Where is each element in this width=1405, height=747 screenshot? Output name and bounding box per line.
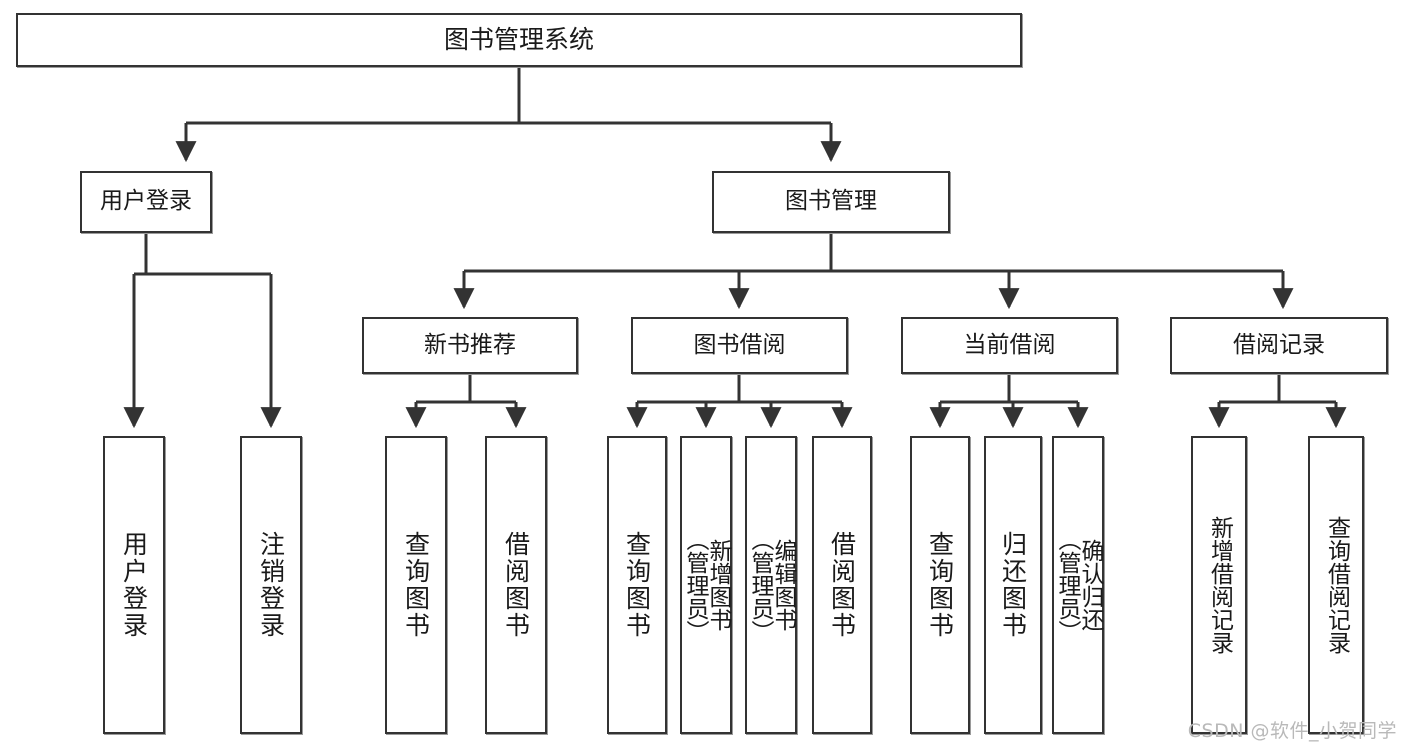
node-query-book-borrow-label: 查询图书	[622, 531, 652, 639]
node-borrow-record[interactable]: 借阅记录	[1170, 317, 1388, 374]
node-borrow-book-recommend-label: 借阅图书	[501, 531, 531, 639]
node-add-borrow-record-label: 新增借阅记录	[1206, 516, 1233, 654]
node-current-borrow-label: 当前借阅	[963, 331, 1056, 358]
node-borrow-record-label: 借阅记录	[1233, 331, 1325, 358]
node-add-book-admin-label: 新增图书 （管理员）	[682, 527, 731, 643]
node-new-book-recommend[interactable]: 新书推荐	[362, 317, 578, 374]
watermark-text: CSDN @软件_小贺同学	[1187, 720, 1397, 742]
node-edit-book-admin[interactable]: 编辑图书 （管理员）	[745, 436, 797, 734]
node-user-login-label: 用户登录	[100, 188, 192, 215]
node-query-borrow-record-label: 查询借阅记录	[1323, 516, 1350, 654]
node-book-borrow[interactable]: 图书借阅	[631, 317, 848, 374]
node-confirm-return-admin-label: 确认归还 （管理员）	[1054, 527, 1103, 643]
node-user-logout-leaf[interactable]: 注销登录	[240, 436, 302, 734]
node-current-borrow[interactable]: 当前借阅	[901, 317, 1118, 374]
node-user-login-leaf-label: 用户登录	[119, 531, 149, 639]
node-return-book-current[interactable]: 归还图书	[984, 436, 1042, 734]
node-query-book-current[interactable]: 查询图书	[910, 436, 970, 734]
node-borrow-book-borrow-label: 借阅图书	[827, 531, 857, 639]
node-new-book-recommend-label: 新书推荐	[424, 331, 516, 358]
node-root[interactable]: 图书管理系统	[16, 13, 1022, 67]
node-borrow-book-recommend[interactable]: 借阅图书	[485, 436, 547, 734]
node-confirm-return-admin[interactable]: 确认归还 （管理员）	[1052, 436, 1104, 734]
node-root-label: 图书管理系统	[443, 25, 594, 55]
node-query-borrow-record[interactable]: 查询借阅记录	[1308, 436, 1364, 734]
node-edit-book-admin-label: 编辑图书 （管理员）	[747, 527, 796, 643]
node-query-book-borrow[interactable]: 查询图书	[607, 436, 667, 734]
node-query-book-recommend[interactable]: 查询图书	[385, 436, 447, 734]
node-book-borrow-label: 图书借阅	[693, 331, 786, 358]
node-add-borrow-record[interactable]: 新增借阅记录	[1191, 436, 1247, 734]
node-query-book-current-label: 查询图书	[925, 531, 955, 639]
node-query-book-recommend-label: 查询图书	[401, 531, 431, 639]
node-borrow-book-borrow[interactable]: 借阅图书	[812, 436, 872, 734]
node-book-manage-label: 图书管理	[785, 188, 877, 215]
node-user-login[interactable]: 用户登录	[80, 171, 212, 233]
node-return-book-current-label: 归还图书	[998, 531, 1028, 639]
node-book-manage[interactable]: 图书管理	[712, 171, 950, 233]
node-user-logout-leaf-label: 注销登录	[256, 531, 286, 639]
node-add-book-admin[interactable]: 新增图书 （管理员）	[680, 436, 732, 734]
node-user-login-leaf[interactable]: 用户登录	[103, 436, 165, 734]
